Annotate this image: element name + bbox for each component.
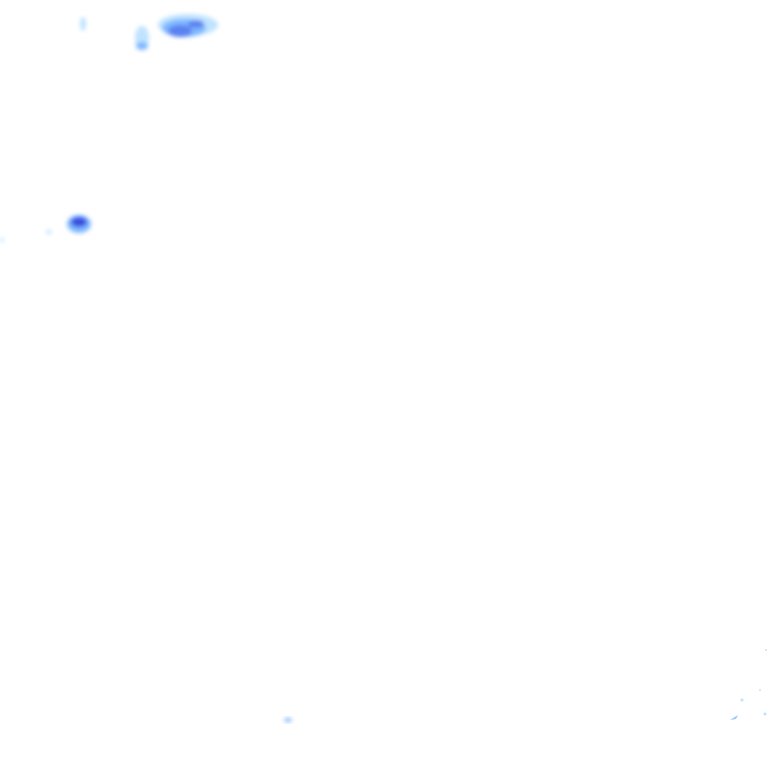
echo-top-left-streak <box>80 17 86 31</box>
echo-bottom-right-edge <box>730 649 767 720</box>
echo-left-cell <box>0 215 91 242</box>
echo-bottom-speck <box>284 718 292 722</box>
echo-top-small-cell <box>135 26 149 50</box>
echo-top-main-cluster <box>158 14 218 37</box>
